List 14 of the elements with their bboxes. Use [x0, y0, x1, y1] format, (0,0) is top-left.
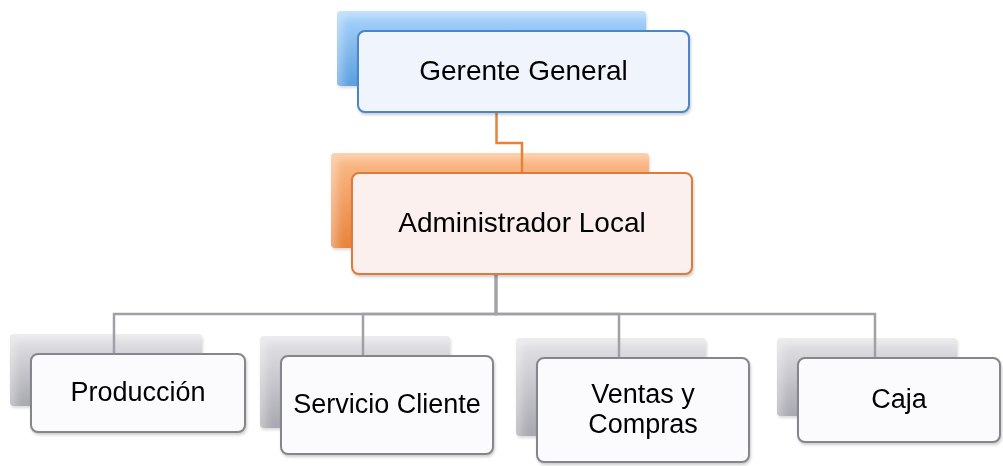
connector-line — [494, 275, 877, 357]
org-box — [30, 353, 246, 433]
box-label: Ventas y Compras — [587, 380, 699, 440]
box-label: Caja — [871, 385, 927, 415]
box-label: Servicio Cliente — [293, 390, 481, 420]
org-box — [797, 357, 1001, 443]
box-label: Producción — [70, 378, 206, 408]
box-label: Administrador Local — [398, 208, 646, 239]
org-box — [280, 355, 494, 455]
box-label: Gerente General — [419, 56, 628, 87]
connector-line — [495, 113, 524, 172]
org-box — [536, 357, 750, 463]
org-box — [351, 172, 693, 275]
org-box — [357, 30, 690, 113]
